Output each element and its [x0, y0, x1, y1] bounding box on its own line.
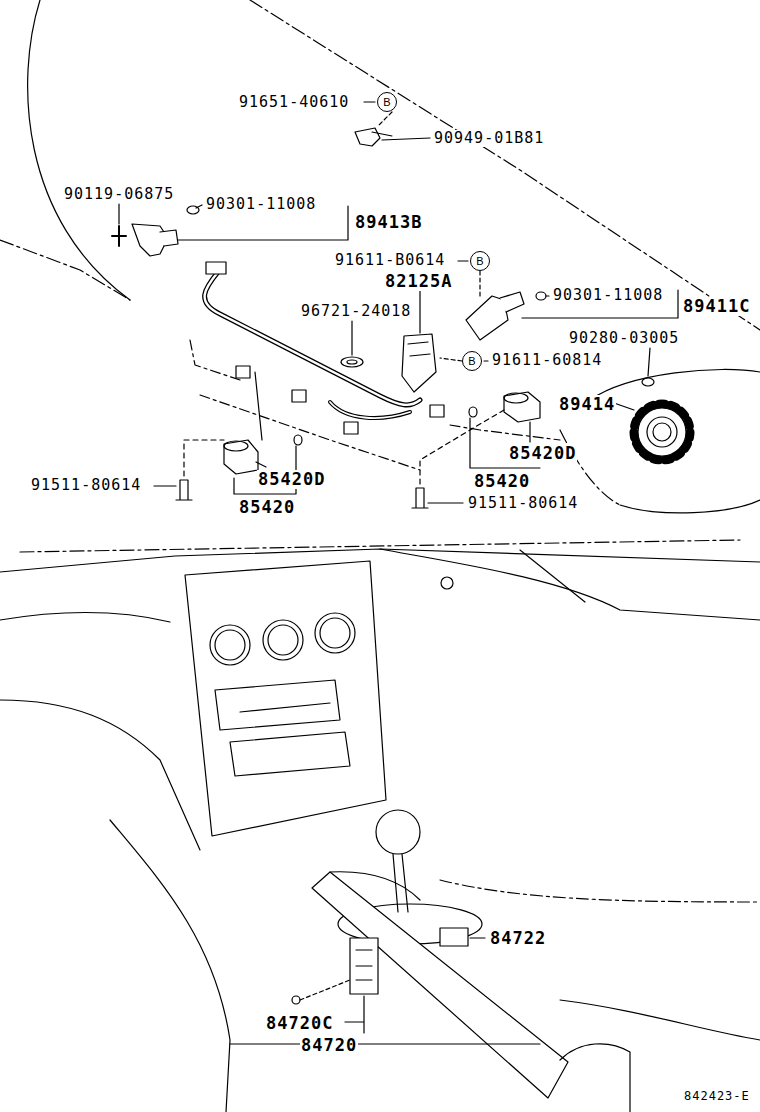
part-number: 89413B [354, 213, 423, 232]
part-number: 82125A [384, 272, 453, 291]
part-number: 84720 [300, 1036, 358, 1055]
part-number: 89411C [682, 297, 751, 316]
part-number: 85420 [238, 498, 296, 517]
part-number: 91651-40610 [238, 94, 350, 111]
circled-marker: B [470, 251, 490, 271]
part-number: 842423-E [683, 1090, 751, 1103]
part-number: 90301-11008 [205, 196, 317, 213]
part-number: 91611-60814 [491, 352, 603, 369]
part-number: 90949-01B81 [433, 130, 545, 147]
marker-letter: B [476, 256, 483, 267]
part-number: 84722 [489, 929, 547, 948]
part-number: 91611-B0614 [334, 252, 446, 269]
part-number: 85420 [473, 472, 531, 491]
part-number: 89414 [558, 395, 616, 414]
part-number: 91511-80614 [467, 495, 579, 512]
marker-letter: B [468, 356, 475, 367]
part-number: 90280-03005 [568, 330, 680, 347]
circled-marker: B [462, 351, 482, 371]
part-number: 90119-06875 [63, 186, 175, 203]
marker-letter: B [383, 97, 390, 108]
part-number: 85420D [508, 444, 577, 463]
part-number: 84720C [265, 1014, 334, 1033]
part-number: 90301-11008 [552, 287, 664, 304]
circled-marker: B [377, 92, 397, 112]
part-number: 91511-80614 [30, 477, 142, 494]
part-number: 85420D [257, 470, 326, 489]
part-number: 96721-24018 [300, 303, 412, 320]
